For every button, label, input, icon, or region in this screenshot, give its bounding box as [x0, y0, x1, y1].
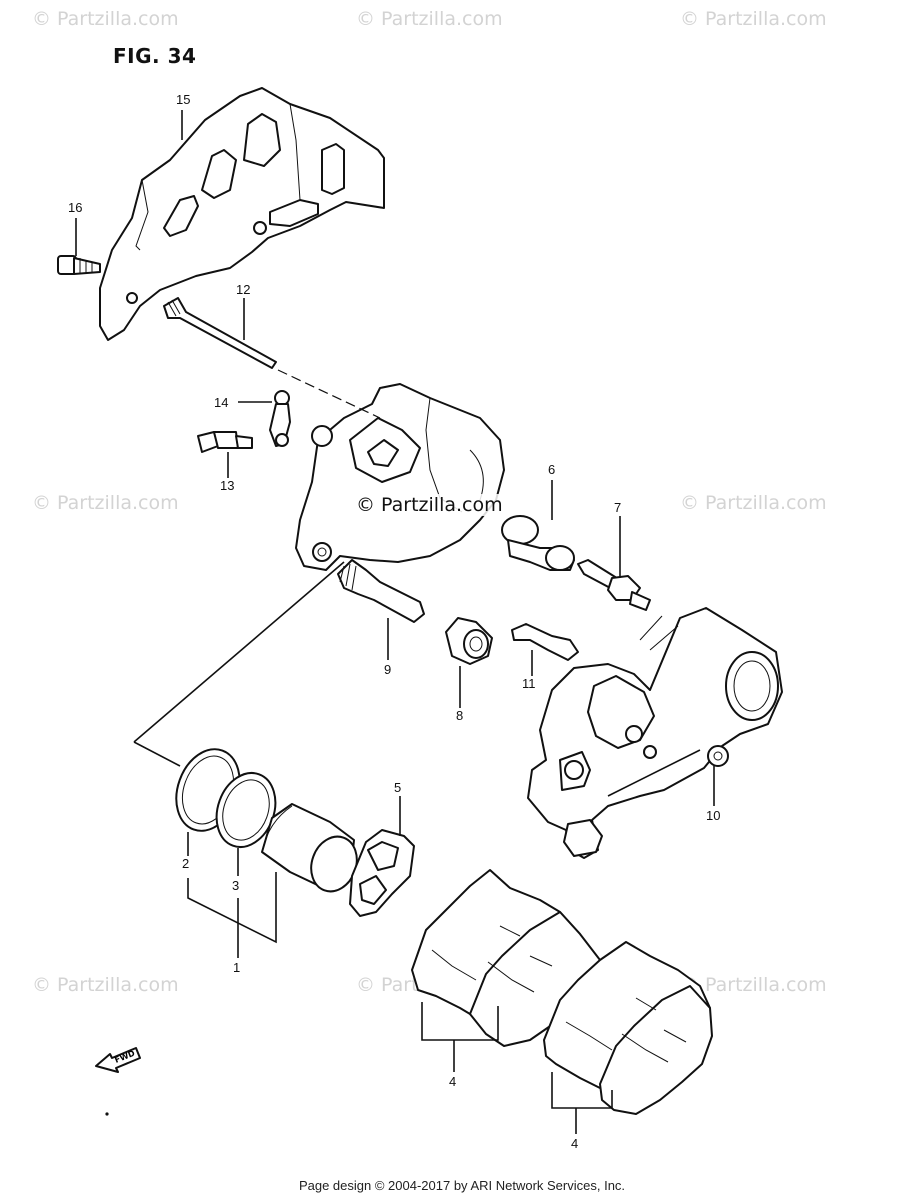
watermark: © Partzilla.com [356, 8, 503, 30]
callout-3: 3 [232, 878, 240, 893]
guard-bolt-part [57, 255, 101, 275]
caliper-bracket-part [527, 607, 783, 859]
callout-1: 1 [233, 960, 241, 975]
piston-part [261, 803, 358, 893]
callout-2: 2 [182, 856, 190, 871]
watermark: © Partzilla.com [680, 974, 827, 996]
watermark: © Partzilla.com [680, 492, 827, 514]
sleeve-bolt-part [577, 559, 651, 611]
dust-seal-part [215, 772, 277, 848]
callout-9: 9 [384, 662, 392, 677]
watermark: © Partzilla.com [32, 492, 179, 514]
footer-copyright: Page design © 2004-2017 by ARI Network S… [298, 1178, 626, 1193]
bleeder-cap-part [269, 390, 291, 447]
callout-14: 14 [214, 395, 229, 410]
pad-spring-part [511, 623, 579, 661]
callout-8: 8 [456, 708, 464, 723]
callout-4: 4 [571, 1136, 579, 1151]
pad-shim-part [349, 829, 415, 917]
forward-arrow-icon: FWD [95, 1047, 141, 1073]
figure-title: FIG. 34 [113, 44, 197, 68]
boot-small-part [445, 617, 493, 665]
callout-6: 6 [548, 462, 556, 477]
callout-15: 15 [176, 92, 191, 107]
callout-13: 13 [220, 478, 235, 493]
watermark: © Partzilla.com [32, 8, 179, 30]
callout-10: 10 [706, 808, 721, 823]
callout-16: 16 [68, 200, 83, 215]
caliper-body-part [295, 383, 505, 571]
bleeder-valve-part [197, 431, 253, 453]
callout-4: 4 [449, 1074, 457, 1089]
leader-lines [75, 110, 715, 1134]
watermark: © Partzilla.com [32, 974, 179, 996]
center-watermark: © Partzilla.com [356, 494, 503, 516]
watermark: © Partzilla.com [680, 8, 827, 30]
callout-11: 11 [522, 676, 536, 691]
boot-part [501, 515, 575, 571]
brake-pad-part [543, 941, 713, 1115]
callout-7: 7 [614, 500, 622, 515]
pad-pin-part [163, 297, 277, 369]
callout-12: 12 [236, 282, 251, 297]
slide-pin-part [337, 559, 425, 623]
caliper-guard-part [99, 87, 385, 341]
dot-mark [105, 1112, 109, 1116]
callout-5: 5 [394, 780, 402, 795]
